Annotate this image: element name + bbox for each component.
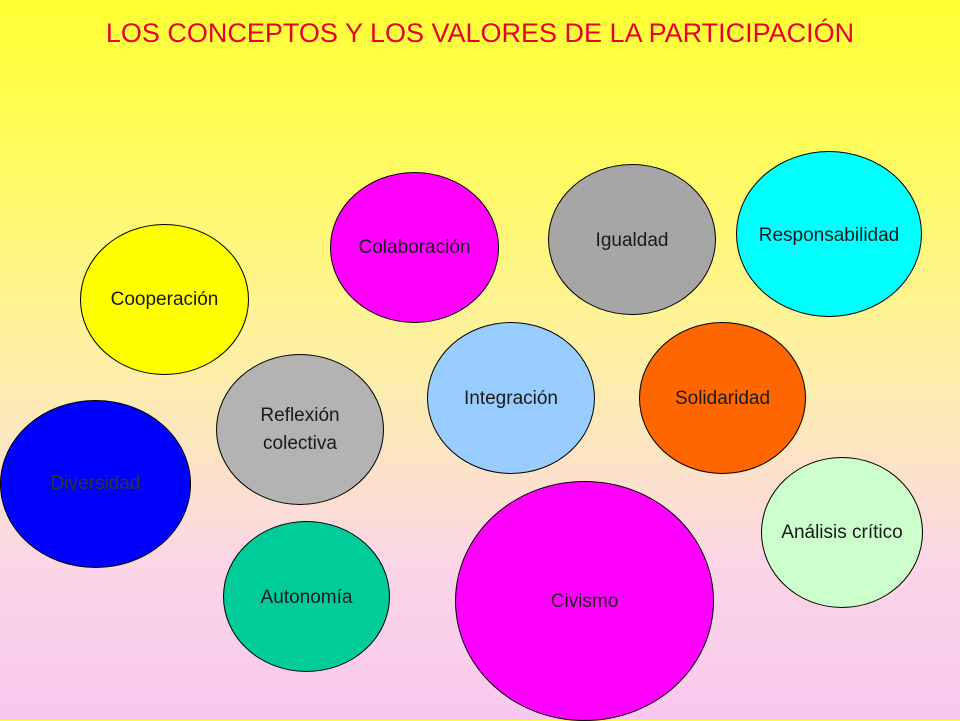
bubble-diversidad-label: Diversidad	[50, 473, 141, 495]
bubble-diversidad: Diversidad	[0, 400, 191, 568]
bubble-analisis-critico-label: Análisis crítico	[781, 521, 903, 543]
bubble-colaboracion: Colaboración	[330, 172, 499, 323]
bubble-responsabilidad: Responsabilidad	[736, 151, 922, 317]
bubble-civismo: Civismo	[455, 481, 714, 721]
bubble-reflexion-colectiva-label: Reflexión colectiva	[260, 404, 340, 454]
bubble-cooperacion-label: Cooperación	[110, 288, 219, 310]
bubble-integracion: Integración	[427, 322, 595, 474]
bubble-reflexion-colectiva: Reflexión colectiva	[216, 354, 384, 505]
bubble-integracion-label: Integración	[463, 388, 558, 409]
bubble-cooperacion: Cooperación	[80, 224, 249, 375]
bubble-solidaridad-label: Solidaridad	[674, 388, 771, 409]
slide-title: LOS CONCEPTOS Y LOS VALORES DE LA PARTIC…	[105, 18, 855, 48]
bubble-igualdad: Igualdad	[548, 164, 716, 315]
bubble-autonomia-label: Autonomía	[260, 587, 353, 608]
bubble-analisis-critico: Análisis crítico	[761, 457, 923, 608]
bubble-civismo-label: Civismo	[550, 591, 619, 612]
bubble-solidaridad: Solidaridad	[639, 322, 806, 474]
bubble-colaboracion-label: Colaboración	[358, 236, 471, 258]
bubble-responsabilidad-label: Responsabilidad	[758, 225, 900, 246]
bubble-autonomia: Autonomía	[223, 521, 390, 672]
bubble-igualdad-label: Igualdad	[595, 230, 669, 251]
